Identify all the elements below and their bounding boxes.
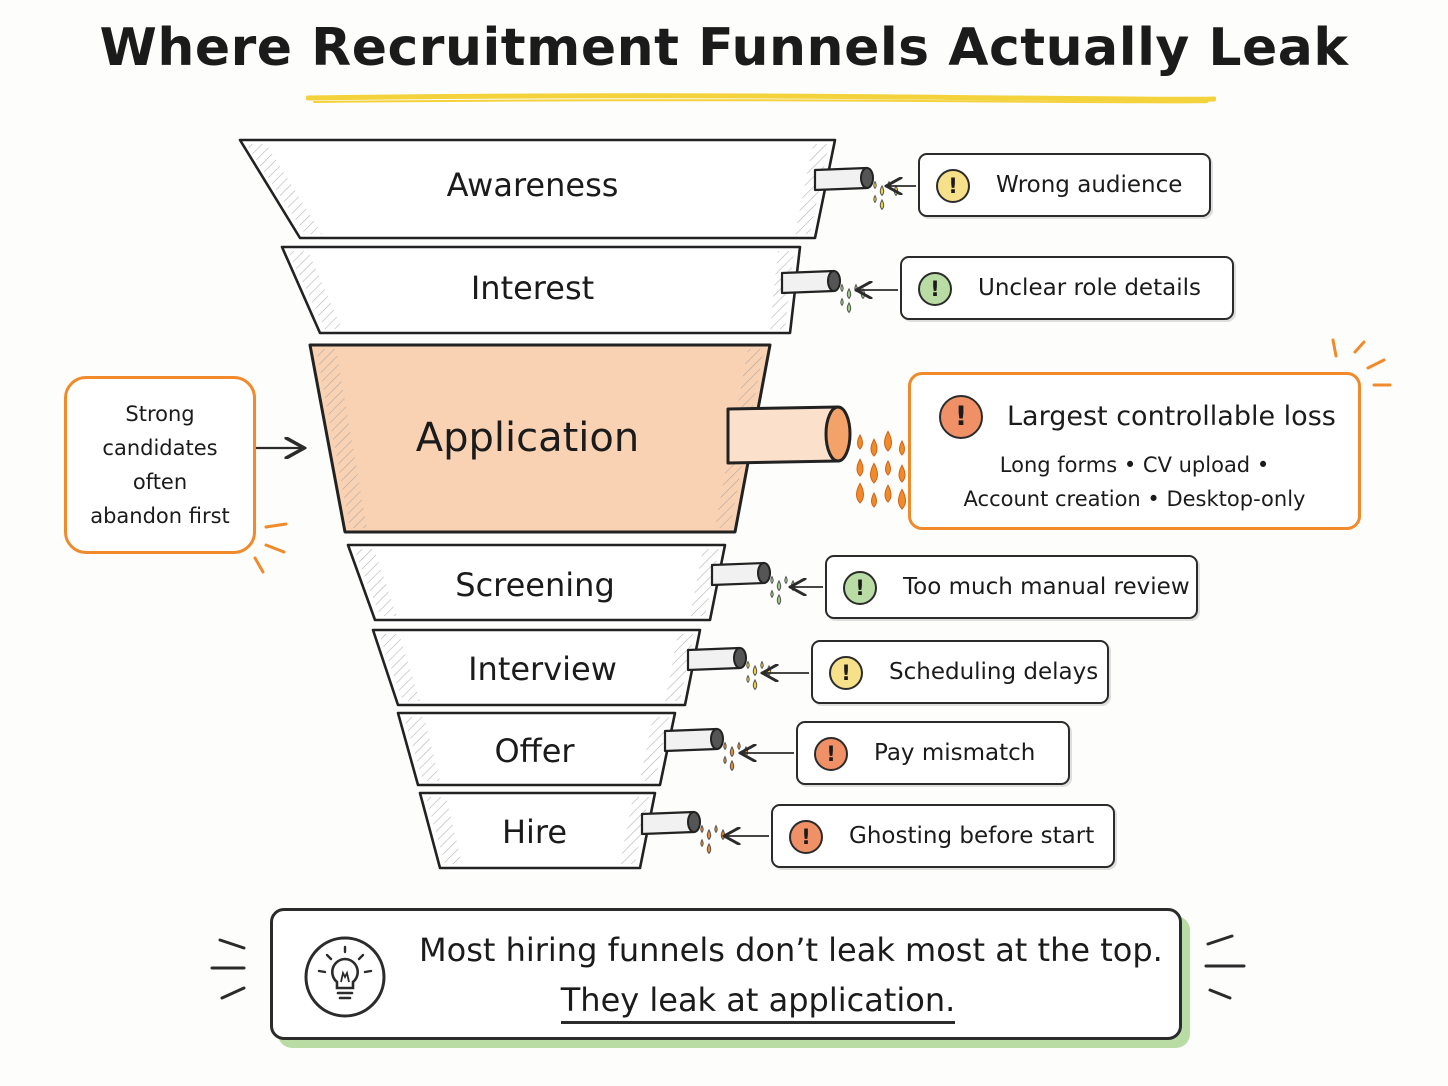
leak-pipe-interview	[686, 646, 772, 691]
stage-label-interest: Interest	[470, 269, 595, 307]
largest-loss-callout: ! Largest controllable loss Long forms •…	[908, 372, 1361, 530]
leak-note-screening: ! Too much manual review	[825, 555, 1198, 619]
emphasis-burst-left	[253, 522, 288, 574]
funnel-stage-screening	[346, 543, 727, 622]
lightbulb-icon	[304, 936, 386, 1018]
diagram-title: Where Recruitment Funnels Actually Leak	[99, 18, 1349, 78]
leak-note-awareness: ! Wrong audience	[918, 153, 1211, 217]
callout-title: Largest controllable loss	[1007, 401, 1336, 432]
insight-box: Most hiring funnels don’t leak most at t…	[270, 908, 1182, 1040]
leak-text: Unclear role details	[978, 275, 1201, 301]
warning-icon: !	[918, 272, 952, 306]
leak-pipe-awareness	[813, 166, 899, 211]
stage-label-screening: Screening	[455, 566, 615, 604]
leak-pipe-offer	[663, 727, 749, 772]
warning-icon: !	[843, 571, 877, 605]
leak-text: Too much manual review	[903, 574, 1190, 600]
callout-line-1: Long forms • CV upload •	[999, 453, 1270, 477]
warning-icon: !	[829, 656, 863, 690]
insight-line-1: Most hiring funnels don’t leak most at t…	[419, 931, 1163, 969]
funnel-stage-application	[308, 343, 772, 534]
stage-label-interview: Interview	[468, 650, 617, 688]
side-note-line: often	[132, 470, 188, 494]
side-note-line: abandon first	[90, 504, 230, 528]
leak-text: Scheduling delays	[889, 659, 1099, 685]
side-note: Strong candidates often abandon first	[64, 376, 256, 554]
stage-label-application: Application	[415, 415, 640, 461]
funnel-stage-interview	[371, 628, 702, 707]
leak-text: Wrong audience	[996, 172, 1183, 198]
side-note-line: Strong	[125, 402, 195, 426]
warning-icon: !	[814, 737, 848, 771]
insight-dashes-left	[210, 938, 246, 1000]
leak-text: Ghosting before start	[849, 823, 1095, 849]
leak-pipe-application	[726, 405, 906, 510]
leak-note-interest: ! Unclear role details	[900, 256, 1234, 320]
stage-label-awareness: Awareness	[446, 166, 619, 204]
stage-label-offer: Offer	[494, 732, 575, 770]
leak-note-interview: ! Scheduling delays	[811, 640, 1109, 704]
funnel-stage-awareness	[238, 138, 837, 240]
side-note-line: candidates	[102, 436, 218, 460]
callout-line-2: Account creation • Desktop-only	[963, 487, 1306, 511]
stage-label-hire: Hire	[501, 813, 568, 851]
leak-note-offer: ! Pay mismatch	[796, 721, 1070, 785]
leak-text: Pay mismatch	[874, 740, 1036, 766]
funnel-stage-offer	[396, 711, 677, 787]
emphasis-burst-right	[1331, 338, 1392, 387]
title-underline	[306, 93, 1216, 104]
leak-pipe-screening	[710, 561, 796, 606]
insight-emphasis: They leak at application.	[560, 981, 956, 1024]
leak-note-hire: ! Ghosting before start	[771, 804, 1115, 868]
warning-icon: !	[789, 820, 823, 854]
warning-icon: !	[939, 395, 983, 439]
insight-line-2: They leak at application.	[273, 981, 1243, 1024]
insight-dashes-right	[1204, 934, 1246, 1000]
warning-icon: !	[936, 169, 970, 203]
leak-pipe-hire	[640, 810, 726, 855]
